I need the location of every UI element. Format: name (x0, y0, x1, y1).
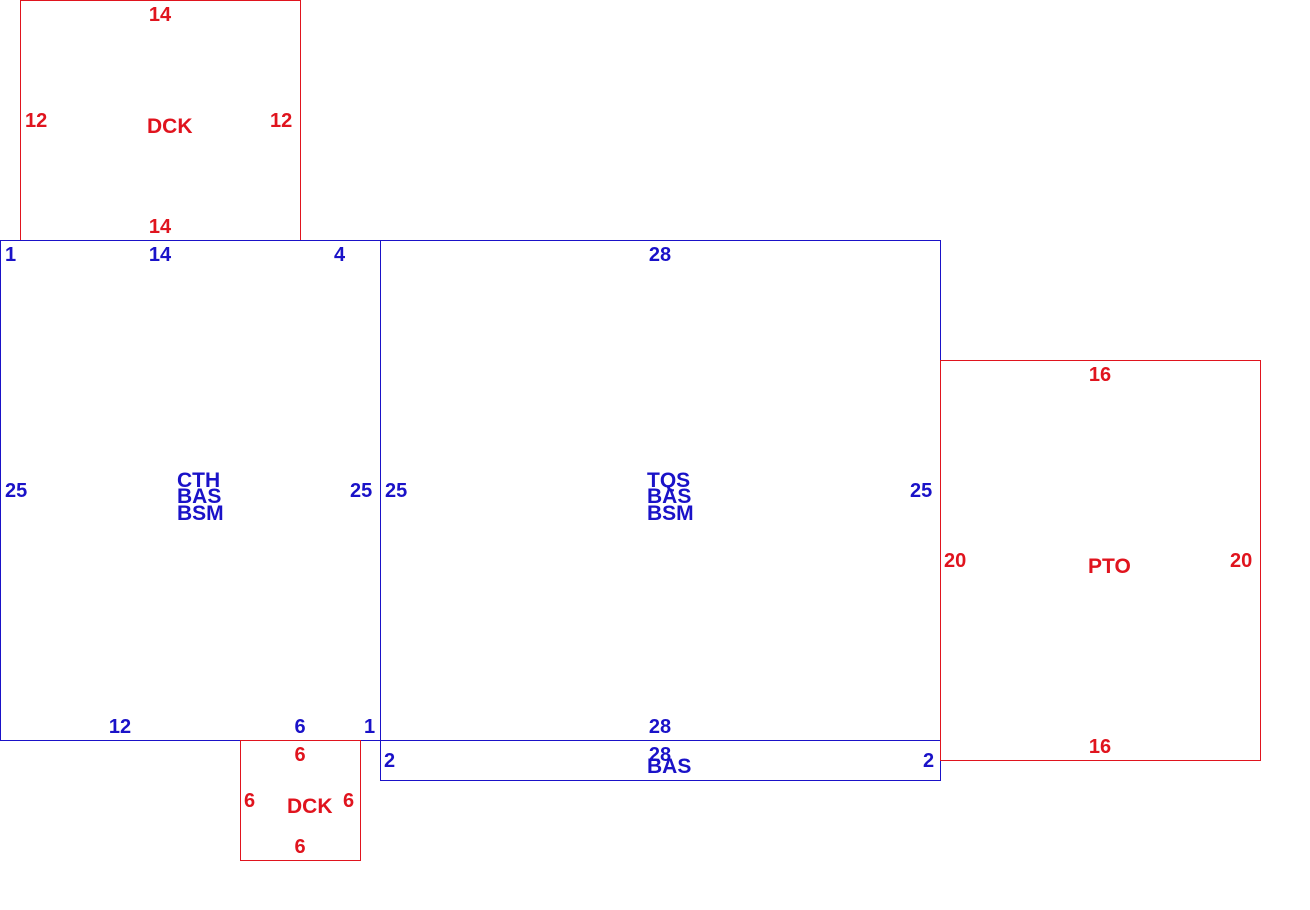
patio-area[interactable]: 16 20 20 16 PTO (940, 360, 1261, 761)
main-right-dim-top: 28 (649, 244, 671, 266)
main-left-area[interactable]: 1 14 4 25 25 12 6 1 CTH BAS BSM (0, 240, 381, 741)
strip-dim-left: 2 (384, 750, 395, 772)
main-right-dim-bottom: 28 (649, 716, 671, 738)
deck-bottom-dim-left: 6 (244, 790, 255, 812)
main-right-code-3: BSM (647, 502, 694, 525)
deck-top-dim-left: 12 (25, 110, 47, 132)
deck-bottom-dim-top: 6 (294, 744, 305, 766)
main-left-dim-bottom-right: 1 (364, 716, 375, 738)
deck-top-dim-bottom: 14 (149, 216, 172, 238)
patio-dim-top: 16 (1089, 364, 1111, 386)
main-left-dim-top-left: 1 (5, 244, 16, 266)
main-left-dim-right: 25 (350, 480, 372, 502)
deck-top-label: DCK (147, 115, 193, 138)
main-right-code-2: BAS (647, 485, 691, 508)
deck-bottom-area[interactable]: 6 6 6 6 DCK (240, 740, 361, 861)
main-left-dim-bottom-mid: 6 (294, 716, 305, 738)
deck-top-dim-right: 12 (270, 110, 292, 132)
deck-bottom-dim-bottom: 6 (294, 836, 305, 858)
deck-bottom-dim-right: 6 (343, 790, 354, 812)
strip-area[interactable]: 28 2 2 BAS (380, 740, 941, 781)
deck-bottom-label: DCK (287, 795, 333, 818)
deck-top-area[interactable]: 14 12 12 14 DCK (20, 0, 301, 241)
main-left-dim-left: 25 (5, 480, 27, 502)
strip-dim-top: 28 (649, 744, 671, 766)
main-left-dim-top-right: 4 (334, 244, 346, 266)
patio-outline (940, 360, 1261, 761)
main-left-code-1: CTH (177, 469, 220, 492)
main-left-code-2: BAS (177, 485, 221, 508)
deck-top-dim-top: 14 (149, 4, 172, 26)
main-right-code-1: TQS (647, 469, 690, 492)
main-right-dim-right: 25 (910, 480, 932, 502)
main-right-area[interactable]: 28 25 25 28 TQS BAS BSM (380, 240, 941, 741)
patio-dim-bottom: 16 (1089, 736, 1111, 758)
strip-code-1: BAS (647, 755, 691, 778)
main-right-dim-left: 25 (385, 480, 407, 502)
patio-label: PTO (1088, 555, 1131, 578)
main-left-code-3: BSM (177, 502, 224, 525)
patio-dim-left: 20 (944, 550, 966, 572)
strip-dim-right: 2 (923, 750, 934, 772)
main-left-dim-bottom-left: 12 (109, 716, 131, 738)
patio-dim-right: 20 (1230, 550, 1252, 572)
main-left-dim-top: 14 (149, 244, 172, 266)
deck-bottom-outline (240, 740, 361, 861)
